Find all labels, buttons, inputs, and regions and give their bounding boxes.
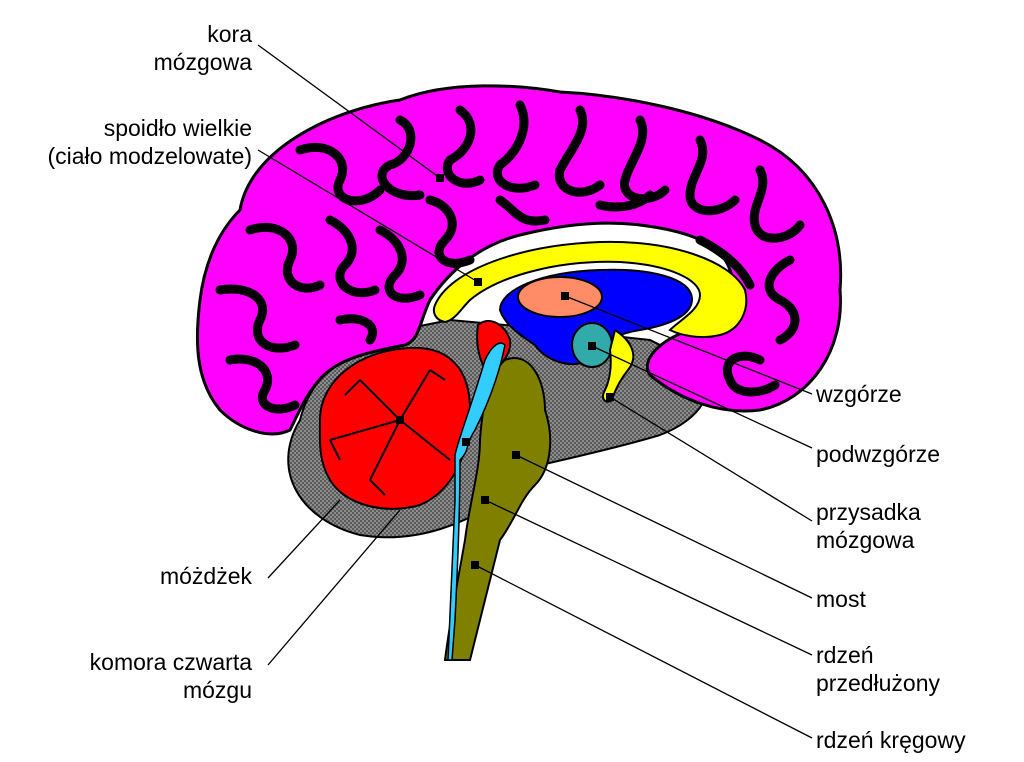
label-corpus-callosum-line1: spoidło wielkie (103, 115, 252, 141)
label-medulla: rdzeń przedłużony (816, 641, 940, 697)
label-pons-line1: most (816, 586, 866, 612)
label-cortex: kora mózgowa (154, 20, 252, 76)
label-cortex-line1: kora (207, 21, 252, 47)
cerebellum (318, 346, 472, 510)
label-thalamus: wzgórze (816, 380, 902, 408)
label-corpus-callosum: spoidło wielkie (ciało modzelowate) (47, 114, 252, 170)
label-medulla-line2: przedłużony (816, 670, 941, 696)
label-thalamus-line1: wzgórze (816, 381, 902, 407)
label-cerebellum: móżdżek (160, 562, 252, 590)
label-pituitary: przysadka mózgowa (816, 498, 921, 554)
label-hypothalamus: podwzgórze (816, 440, 940, 468)
label-spinal-cord-line1: rdzeń kręgowy (816, 727, 966, 753)
pointer-lines (257, 44, 813, 739)
fourth-ventricle (447, 342, 506, 661)
label-cortex-line2: mózgowa (153, 49, 252, 75)
label-fourth-ventricle-line1: komora czwarta (89, 649, 252, 675)
thalamus (517, 276, 603, 318)
cerebral-cortex (195, 84, 843, 436)
label-pituitary-line2: mózgowa (816, 527, 915, 553)
label-corpus-callosum-line2: (ciało modzelowate) (47, 143, 252, 169)
label-spinal-cord: rdzeń kręgowy (816, 726, 966, 754)
label-pons: most (816, 585, 866, 613)
brainstem (443, 357, 552, 661)
label-pituitary-line1: przysadka (816, 499, 921, 525)
label-medulla-line1: rdzeń (816, 642, 874, 668)
label-fourth-ventricle-line2: mózgu (182, 677, 252, 703)
label-hypothalamus-line1: podwzgórze (816, 441, 941, 467)
pointer-markers (396, 174, 614, 569)
label-cerebellum-line1: móżdżek (159, 563, 252, 589)
corpus-callosum (432, 240, 748, 339)
label-fourth-ventricle: komora czwarta mózgu (90, 648, 252, 704)
